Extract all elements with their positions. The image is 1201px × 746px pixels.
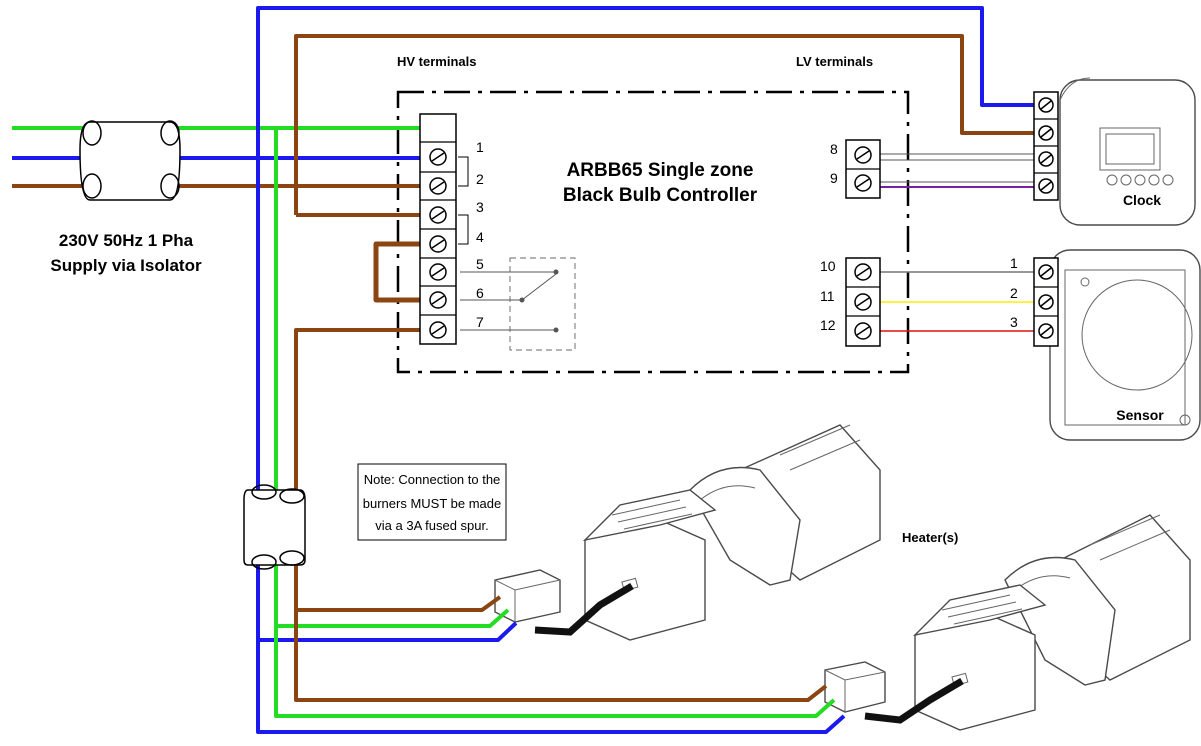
sensor-terminal-number: 3 xyxy=(1010,314,1018,330)
note-line: burners MUST be made xyxy=(363,496,502,511)
screw-icon xyxy=(1038,97,1054,194)
wires xyxy=(12,6,1034,734)
sensor-terminal-block xyxy=(1033,257,1059,347)
supply-cable-sleeve xyxy=(79,120,181,201)
hv-terminal-block xyxy=(419,113,469,345)
heater-2 xyxy=(864,514,1191,731)
heater-1 xyxy=(534,424,881,641)
clock-signal-wires xyxy=(880,153,1034,188)
sensor-housing xyxy=(1049,249,1201,441)
controller-title-line1: ARBB65 Single zone xyxy=(567,160,754,181)
supply-label-line1: 230V 50Hz 1 Pha xyxy=(59,231,194,250)
hv-terminal-number: 5 xyxy=(476,256,484,272)
controller-title-line2: Black Bulb Controller xyxy=(563,185,758,206)
hv-terminal-number: 2 xyxy=(476,171,484,187)
hv-terminal-number: 6 xyxy=(476,285,484,301)
heaters-label: Heater(s) xyxy=(902,530,958,545)
hv-terminal-number: 4 xyxy=(476,229,484,245)
screw-icon xyxy=(1038,264,1054,339)
controller-enclosure xyxy=(396,90,910,374)
fused-spur-2 xyxy=(824,661,886,713)
hv-terminals-label: HV terminals xyxy=(397,54,476,69)
screw-icon xyxy=(854,263,872,340)
note-line: via a 3A fused spur. xyxy=(375,518,488,533)
screw-icon xyxy=(854,146,872,192)
heater-cable-sleeve xyxy=(243,484,306,570)
sensor-wires xyxy=(880,271,1034,332)
hv-terminal-number: 3 xyxy=(476,199,484,215)
note-box: Note: Connection to the burners MUST be … xyxy=(357,463,507,541)
lv-terminal-number: 9 xyxy=(830,170,838,186)
hv-terminal-numbers: 1 2 3 4 5 6 7 xyxy=(476,139,484,330)
sensor-label: Sensor xyxy=(1116,407,1164,423)
lv-terminal-number: 11 xyxy=(820,288,835,304)
screw-icon xyxy=(429,148,447,339)
relay-contacts xyxy=(460,257,576,351)
hv-terminal-number: 7 xyxy=(476,314,484,330)
sensor-terminal-number: 1 xyxy=(1010,255,1018,271)
sensor-terminal-numbers: 1 2 3 xyxy=(1010,255,1018,330)
fused-spur-1 xyxy=(494,569,561,623)
clock-label: Clock xyxy=(1123,192,1161,208)
sensor-terminal-number: 2 xyxy=(1010,285,1018,301)
lv-terminal-numbers: 8 9 10 11 12 xyxy=(820,141,838,333)
note-line: Note: Connection to the xyxy=(364,472,501,487)
lv-terminal-number: 8 xyxy=(830,141,838,157)
hv-terminal-number: 1 xyxy=(476,139,484,155)
lv-terminal-number: 10 xyxy=(820,258,836,274)
clock-housing xyxy=(1059,77,1196,226)
lv-terminal-block-upper xyxy=(845,139,881,199)
clock-terminal-block xyxy=(1033,91,1059,201)
lv-terminal-number: 12 xyxy=(820,317,836,333)
supply-label-line2: Supply via Isolator xyxy=(50,256,202,275)
lv-terminals-label: LV terminals xyxy=(796,54,873,69)
lv-terminal-block-lower xyxy=(845,257,881,347)
